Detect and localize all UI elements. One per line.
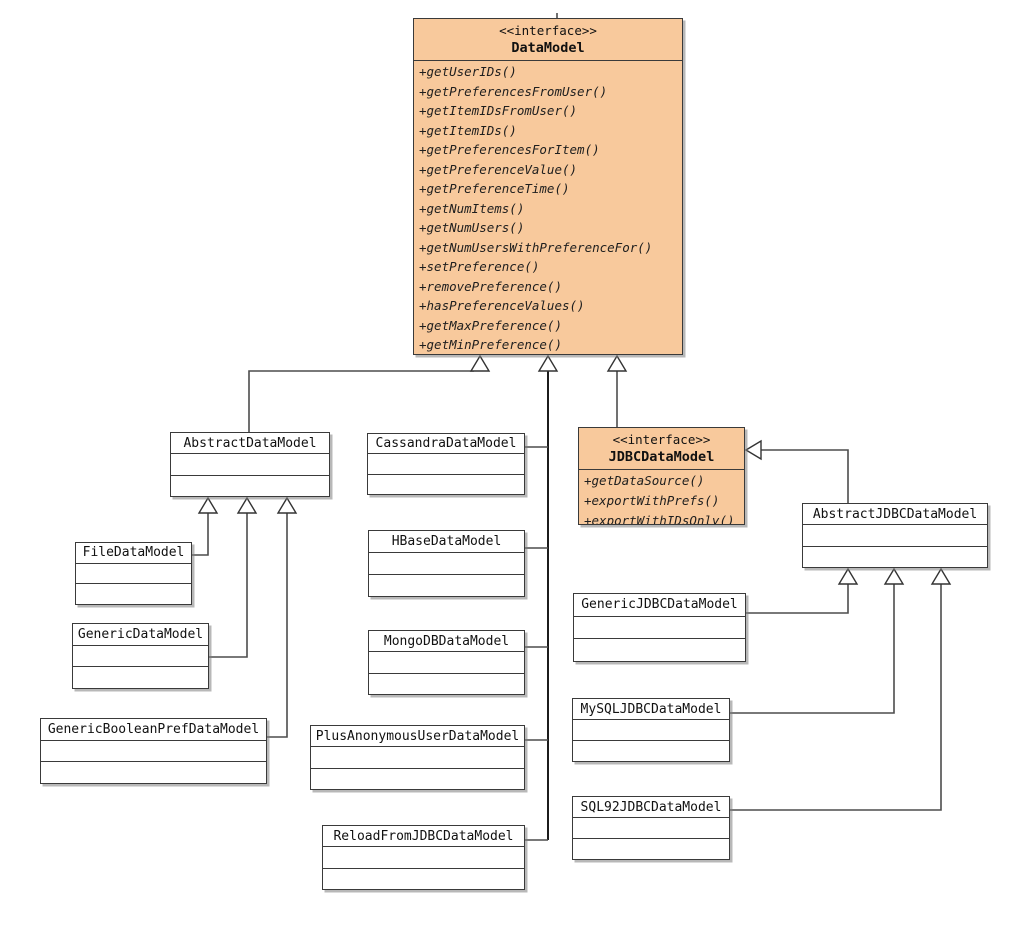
generalization-arrow-icon xyxy=(837,567,859,585)
generalization-arrow-icon xyxy=(276,496,298,514)
generalization-arrow-icon xyxy=(883,567,905,585)
method-item: +getItemIDsFromUser() xyxy=(419,103,578,118)
operations-compartment xyxy=(368,475,524,494)
stereotype-label: <<interface>> xyxy=(612,432,711,447)
class-name: AbstractDataModel xyxy=(171,433,329,455)
attributes-compartment xyxy=(323,847,524,869)
method-item: +getPreferencesFromUser() xyxy=(419,83,608,99)
operations-compartment xyxy=(803,547,987,567)
operations-compartment xyxy=(171,476,329,496)
generalization-arrow-icon xyxy=(469,354,491,372)
class-box-genericbooleanprefdatamodel: GenericBooleanPrefDataModel xyxy=(40,718,267,784)
interface-box-jdbcdatamodel: <<interface>> JDBCDataModel +getDataSour… xyxy=(578,427,745,525)
class-box-hbasedatamodel: HBaseDataModel xyxy=(368,530,525,597)
class-box-abstractjdbcdatamodel: AbstractJDBCDataModel xyxy=(802,503,988,568)
method-item: +getNumUsers() xyxy=(419,220,525,235)
connector-abstractjdbc-to-jdbcdatamodel xyxy=(761,449,849,503)
class-name: GenericJDBCDataModel xyxy=(574,594,745,617)
stereotype-label: <<interface>> xyxy=(499,23,597,38)
attributes-compartment xyxy=(369,553,524,575)
class-name: GenericBooleanPrefDataModel xyxy=(41,719,266,741)
connector-file-to-abstractdatamodel xyxy=(192,513,209,556)
method-list: +getUserIDs() +getPreferencesFromUser() … xyxy=(414,61,682,354)
method-item: +getUserIDs() xyxy=(419,64,517,79)
class-name: MySQLJDBCDataModel xyxy=(573,699,729,720)
connector-genericbooleanpref-to-abstractdatamodel xyxy=(267,513,288,738)
operations-compartment xyxy=(573,839,729,859)
method-item: +getDataSource() xyxy=(584,473,705,488)
interface-box-datamodel: <<interface>> DataModel +getUserIDs() +g… xyxy=(413,18,683,355)
attributes-compartment xyxy=(73,646,208,668)
class-box-sql92jdbcdatamodel: SQL92JDBCDataModel xyxy=(572,796,730,860)
connector-abstractdatamodel-to-datamodel xyxy=(248,370,474,432)
class-box-cassandradatamodel: CassandraDataModel xyxy=(367,433,525,495)
attributes-compartment xyxy=(311,747,524,769)
method-item: +exportWithIDsOnly() xyxy=(584,512,735,524)
class-name: ReloadFromJDBCDataModel xyxy=(323,826,524,848)
method-list: +getDataSource() +exportWithPrefs() +exp… xyxy=(579,470,744,524)
attributes-compartment xyxy=(573,818,729,839)
method-item: +setPreference() xyxy=(419,259,540,274)
operations-compartment xyxy=(311,769,524,789)
class-box-mongodbdatamodel: MongoDBDataModel xyxy=(368,630,525,695)
class-box-genericdatamodel: GenericDataModel xyxy=(72,623,209,689)
connector-genericjdbc-to-abstractjdbc xyxy=(746,584,849,614)
attributes-compartment xyxy=(368,454,524,475)
method-item: +getPreferenceValue() xyxy=(419,161,578,177)
class-box-filedatamodel: FileDataModel xyxy=(75,542,192,605)
operations-compartment xyxy=(369,674,524,694)
class-name: AbstractJDBCDataModel xyxy=(803,504,987,526)
class-name: HBaseDataModel xyxy=(369,531,524,553)
method-item: +getItemIDs() xyxy=(419,122,517,138)
generalization-arrow-icon xyxy=(236,496,258,514)
class-box-mysqljdbcdatamodel: MySQLJDBCDataModel xyxy=(572,698,730,762)
method-item: +getNumItems() xyxy=(419,200,525,216)
interface-header: <<interface>> JDBCDataModel xyxy=(579,428,744,470)
method-item: +getMinPreference() xyxy=(419,337,562,352)
class-name: GenericDataModel xyxy=(73,624,208,646)
method-item: +exportWithPrefs() xyxy=(584,492,720,508)
operations-compartment xyxy=(76,584,191,604)
method-item: +getNumUsersWithPreferenceFor() xyxy=(419,239,653,255)
interface-header: <<interface>> DataModel xyxy=(414,19,682,61)
class-box-reloadfromjdbcdatamodel: ReloadFromJDBCDataModel xyxy=(322,825,525,890)
connector-mysqljdbc-to-abstractjdbc xyxy=(730,584,895,714)
method-item: +removePreference() xyxy=(419,278,562,294)
operations-compartment xyxy=(73,667,208,688)
operations-compartment xyxy=(573,741,729,761)
class-name: PlusAnonymousUserDataModel xyxy=(311,726,524,748)
interface-name: DataModel xyxy=(511,40,585,56)
class-box-plusanonymoususerdatamodel: PlusAnonymousUserDataModel xyxy=(310,725,525,790)
generalization-arrow-icon xyxy=(537,354,559,372)
class-box-abstractdatamodel: AbstractDataModel xyxy=(170,432,330,497)
attributes-compartment xyxy=(574,617,745,640)
operations-compartment xyxy=(574,639,745,661)
attributes-compartment xyxy=(803,525,987,547)
operations-compartment xyxy=(41,762,266,783)
generalization-arrow-icon xyxy=(197,496,219,514)
class-box-genericjdbcdatamodel: GenericJDBCDataModel xyxy=(573,593,746,662)
class-name: SQL92JDBCDataModel xyxy=(573,797,729,818)
generalization-arrow-icon xyxy=(744,439,762,461)
attributes-compartment xyxy=(76,564,191,585)
method-item: +getPreferencesForItem() xyxy=(419,142,600,157)
method-item: +getMaxPreference() xyxy=(419,317,562,333)
class-name: CassandraDataModel xyxy=(368,434,524,455)
operations-compartment xyxy=(369,575,524,596)
method-item: +hasPreferenceValues() xyxy=(419,298,585,313)
class-name: MongoDBDataModel xyxy=(369,631,524,653)
generalization-arrow-icon xyxy=(606,354,628,372)
attributes-compartment xyxy=(41,741,266,763)
generalization-arrow-icon xyxy=(930,567,952,585)
attributes-compartment xyxy=(573,720,729,741)
connector-sql92jdbc-to-abstractjdbc xyxy=(730,584,942,811)
class-name: FileDataModel xyxy=(76,543,191,564)
attributes-compartment xyxy=(171,454,329,476)
operations-compartment xyxy=(323,869,524,889)
attributes-compartment xyxy=(369,652,524,674)
connector-generic-to-abstractdatamodel xyxy=(208,513,248,658)
method-item: +getPreferenceTime() xyxy=(419,181,570,196)
interface-name: JDBCDataModel xyxy=(608,449,715,465)
